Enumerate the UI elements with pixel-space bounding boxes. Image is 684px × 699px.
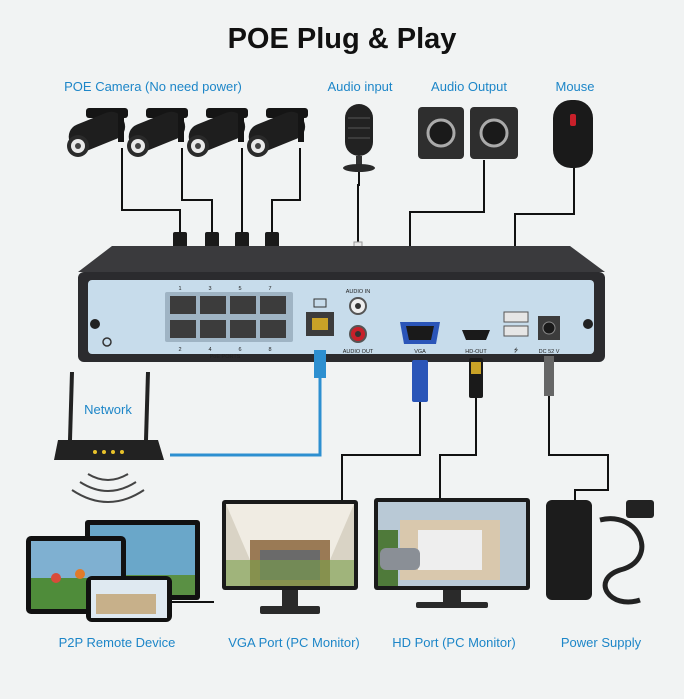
label-mouse: Mouse: [555, 79, 594, 94]
mouse-icon: [553, 100, 593, 168]
usb-ports: ⭍: [503, 311, 529, 354]
poe-port-number: 6: [238, 347, 241, 353]
speakers-icon: [418, 107, 518, 159]
label-audio-input: Audio input: [327, 79, 392, 94]
screw-icon: [583, 319, 593, 329]
dc-port: [538, 316, 560, 340]
vga-monitor-icon: [222, 500, 358, 614]
cameras: [67, 108, 308, 157]
router-icon: [54, 371, 164, 460]
dc-label: DC 52 V: [539, 349, 560, 355]
p2p-devices-icon: [26, 520, 200, 622]
label-audio-output: Audio Output: [431, 79, 507, 94]
screw-icon: [90, 319, 100, 329]
hd-out-label: HD-OUT: [465, 349, 487, 355]
nvr-recorder: [78, 246, 605, 362]
poe-port-number: 1: [178, 286, 181, 292]
camera-cables: [121, 148, 301, 232]
poe-ports: [165, 292, 293, 342]
audio-out-label: AUDIO OUT: [343, 349, 374, 355]
power-cable: [548, 360, 609, 500]
poe-port-number: 5: [238, 286, 241, 292]
vga-port: [400, 322, 440, 344]
hdmi-plug-tip: [471, 362, 481, 374]
camera-icon: [67, 108, 128, 157]
label-power-supply: Power Supply: [561, 635, 642, 650]
hdmi-port: [462, 330, 490, 340]
microphone-icon: [343, 104, 375, 172]
network-cable: [170, 362, 322, 457]
hd-cable: [439, 360, 477, 498]
label-poe-camera: POE Camera (No need power): [64, 79, 242, 94]
power-supply-icon: [546, 500, 654, 605]
audio-jacks: [349, 297, 367, 343]
vga-cable: [341, 360, 421, 500]
wifi-icon: [71, 473, 145, 503]
network-icon: [313, 298, 327, 308]
network-plug: [314, 350, 326, 378]
usb-icon: ⭍: [514, 346, 519, 354]
poe-port-number: 7: [268, 286, 271, 292]
label-p2p: P2P Remote Device: [59, 635, 176, 650]
hd-monitor-icon: [374, 498, 530, 608]
label-hd-port: HD Port (PC Monitor): [392, 635, 516, 650]
ground-icon: [102, 337, 112, 347]
page-title: POE Plug & Play: [228, 23, 457, 55]
camera-icon: [127, 108, 188, 157]
poe-port-number: 2: [178, 347, 181, 353]
poe-port-number: 4: [208, 347, 211, 353]
label-vga-port: VGA Port (PC Monitor): [228, 635, 359, 650]
camera-icon: [247, 108, 308, 157]
vga-plug-icon: [412, 360, 428, 402]
vga-label: VGA: [414, 349, 426, 355]
poe-ports-label: PoE PORTS: [210, 354, 241, 360]
dc-plug-icon: [544, 356, 554, 396]
label-network: Network: [84, 402, 132, 417]
poe-port-number: 8: [268, 347, 271, 353]
poe-port-number: 3: [208, 286, 211, 292]
audio-in-label: AUDIO IN: [346, 289, 370, 295]
mouse-cable: [514, 168, 575, 252]
lan-port: [306, 298, 334, 336]
mic-cable: [357, 172, 360, 242]
camera-icon: [187, 108, 248, 157]
